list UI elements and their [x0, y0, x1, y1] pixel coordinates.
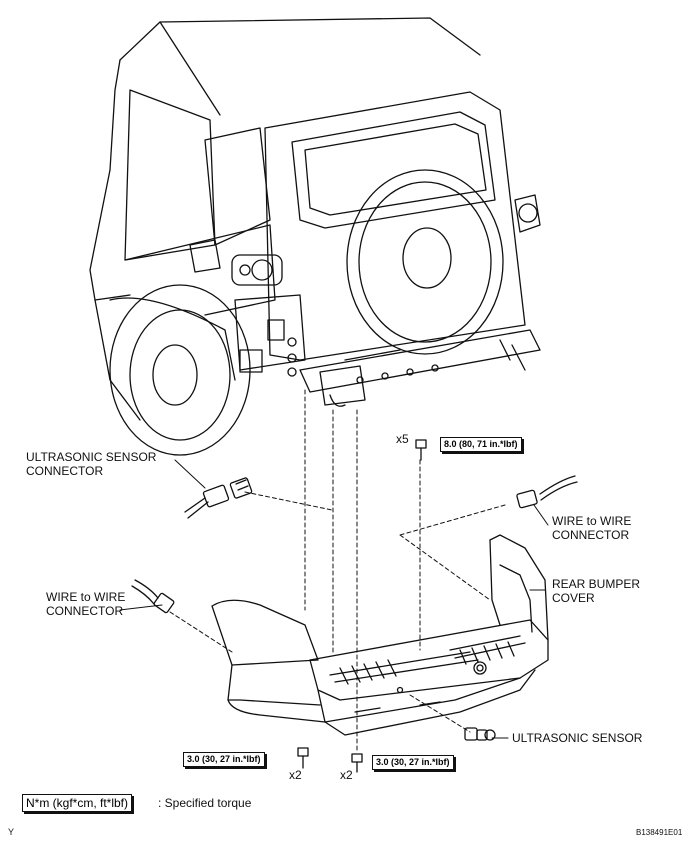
bottom-bolt-left-part — [297, 747, 309, 769]
rear-bumper-cover-label: REAR BUMPER COVER — [552, 577, 640, 605]
label-line: CONNECTOR — [552, 528, 630, 542]
vehicle-body — [89, 17, 541, 456]
wire-to-wire-connector-left-label: WIRE to WIRE CONNECTOR — [46, 590, 125, 618]
label-line: COVER — [552, 591, 595, 605]
assembly-guide-lines — [169, 389, 506, 751]
wire-to-wire-connector-right-part — [516, 475, 578, 509]
torque-legend-description: : Specified torque — [158, 796, 252, 810]
wire-to-wire-connector-right-label: WIRE to WIRE CONNECTOR — [552, 514, 631, 542]
label-line: CONNECTOR — [26, 464, 104, 478]
label-line: REAR BUMPER — [552, 577, 641, 591]
footer-left-code: Y — [8, 827, 15, 837]
label-line: CONNECTOR — [46, 604, 124, 618]
top-bolt-part — [415, 439, 427, 461]
ultrasonic-sensor-connector-part — [184, 477, 253, 519]
figure-id: B138491E01 — [636, 828, 683, 837]
ultrasonic-sensor-label: ULTRASONIC SENSOR — [512, 731, 643, 745]
bottom-left-qty: x2 — [289, 768, 302, 782]
bottom-bolt-right-part — [351, 753, 363, 773]
torque-units-legend-box: N*m (kgf*cm, ft*lbf) — [22, 794, 133, 812]
top-bolt-torque-spec: 8.0 (80, 71 in.*lbf) — [440, 437, 522, 452]
label-line: ULTRASONIC SENSOR — [26, 450, 157, 464]
top-bolt-qty: x5 — [396, 432, 409, 446]
rear-bumper-cover-part — [211, 534, 549, 736]
ultrasonic-sensor-part — [464, 727, 496, 741]
bottom-left-torque-spec: 3.0 (30, 27 in.*lbf) — [183, 752, 265, 767]
ultrasonic-sensor-connector-label: ULTRASONIC SENSOR CONNECTOR — [26, 450, 156, 478]
bottom-right-torque-spec: 3.0 (30, 27 in.*lbf) — [372, 755, 454, 770]
leader-lines — [119, 459, 549, 739]
label-line: WIRE to WIRE — [46, 590, 126, 604]
label-line: WIRE to WIRE — [552, 514, 632, 528]
bottom-right-qty: x2 — [340, 768, 353, 782]
wire-to-wire-connector-left-part — [131, 579, 175, 614]
